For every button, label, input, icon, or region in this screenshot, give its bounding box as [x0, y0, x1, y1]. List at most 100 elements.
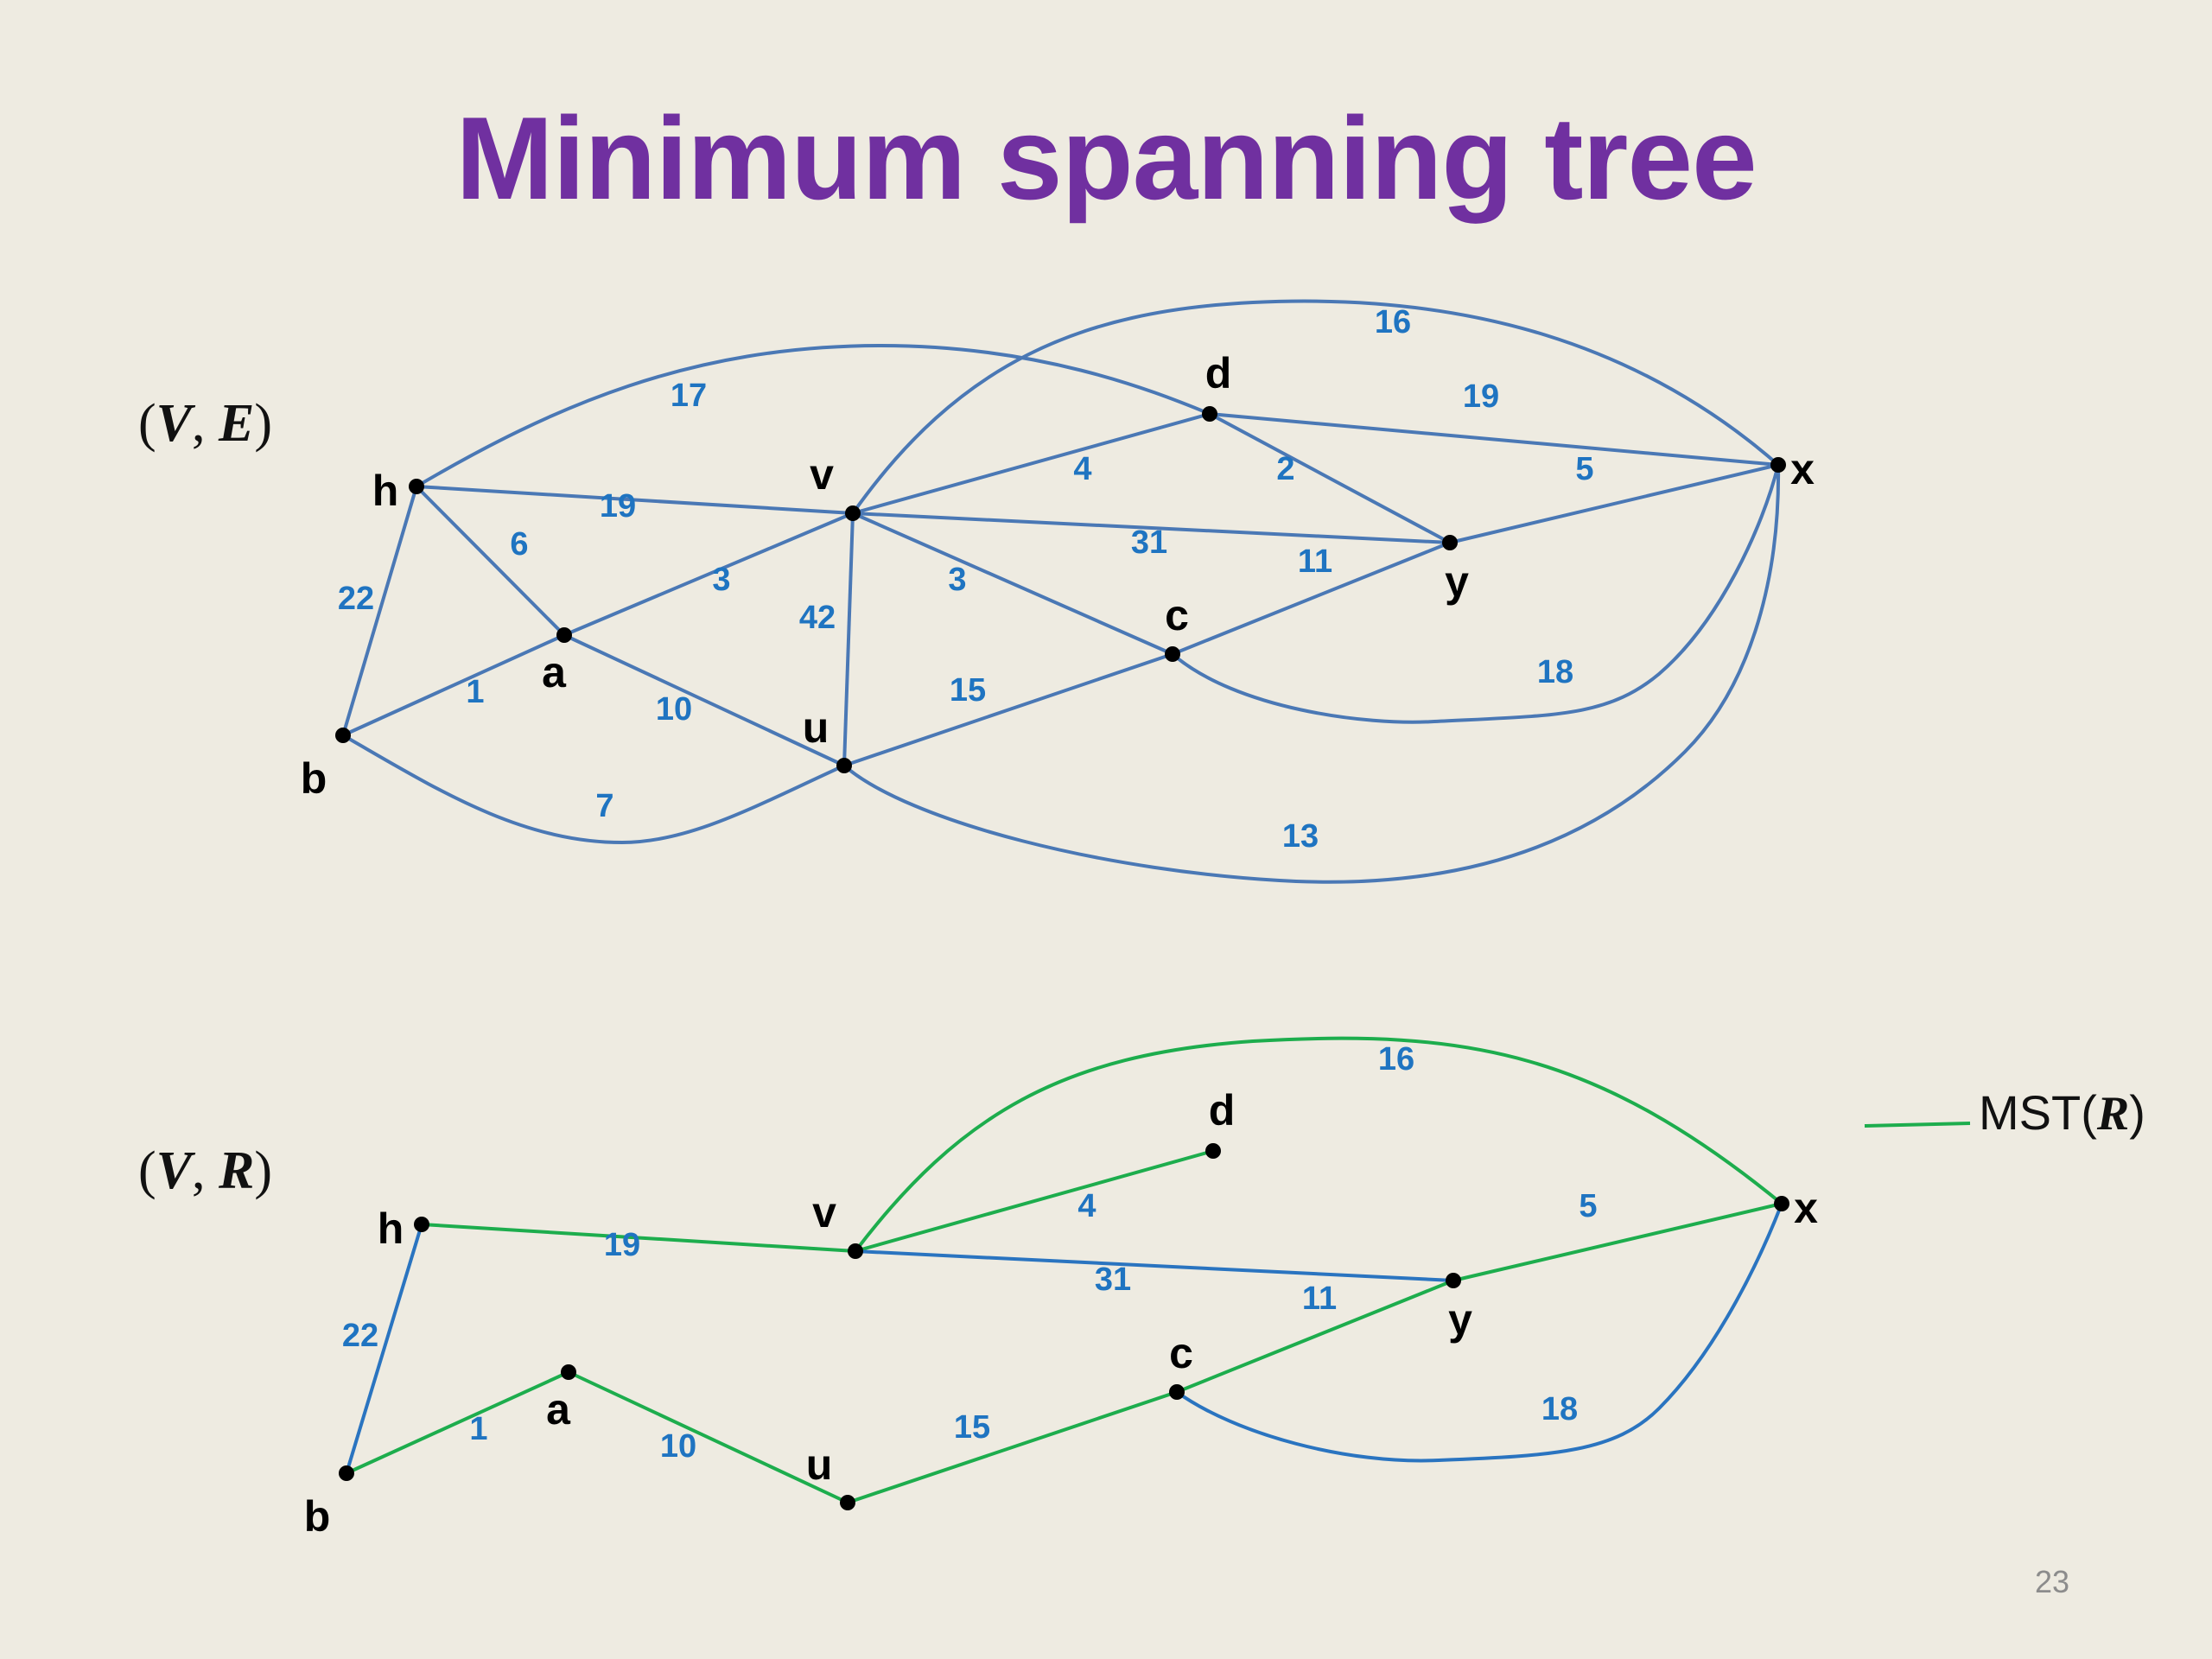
node-label-d: d	[1205, 349, 1232, 397]
node-x	[1774, 1196, 1789, 1211]
edge-weight-v-y: 31	[1131, 524, 1167, 561]
legend-line	[1864, 1122, 1971, 1128]
edge-weight-h-a: 6	[510, 526, 528, 563]
label-sep: ,	[192, 394, 219, 453]
node-c	[1165, 646, 1180, 662]
edge-weight-b-a: 1	[466, 674, 484, 710]
label-edge-set: E	[219, 394, 255, 453]
node-v	[845, 505, 861, 521]
edge-v-x	[851, 299, 1780, 515]
node-label-b: b	[301, 754, 327, 803]
legend-close: )	[2129, 1085, 2145, 1140]
label-close: )	[254, 1141, 273, 1200]
edge-a-v	[563, 512, 854, 637]
edge-h-d	[415, 343, 1211, 488]
node-b	[339, 1465, 354, 1481]
label-edge-set: R	[219, 1141, 255, 1200]
node-h	[409, 479, 424, 494]
edge-weight-c-y: 11	[1302, 1281, 1337, 1317]
edge-h-b	[345, 1224, 423, 1474]
node-label-a: a	[546, 1385, 571, 1433]
node-d	[1205, 1143, 1221, 1159]
edge-b-a	[342, 633, 565, 737]
edge-weight-a-u: 10	[656, 691, 692, 728]
edge-h-v	[416, 485, 854, 515]
edge-weight-v-u: 42	[799, 600, 836, 636]
edge-b-a	[346, 1370, 569, 1475]
edge-v-c	[852, 512, 1173, 656]
slide-title: Minimum spanning tree	[455, 92, 1757, 224]
edge-c-y	[1176, 1279, 1454, 1394]
edge-weight-a-u: 10	[660, 1428, 696, 1465]
node-label-h: h	[372, 467, 399, 515]
node-label-b: b	[304, 1492, 331, 1541]
edge-weight-a-v: 3	[712, 562, 730, 598]
edge-weight-c-y: 11	[1298, 543, 1332, 580]
node-b	[335, 728, 351, 743]
edge-weight-d-x: 19	[1463, 378, 1499, 415]
legend-label: MST(R)	[1979, 1084, 2145, 1141]
edge-u-x	[842, 464, 1781, 884]
edge-d-x	[1209, 412, 1779, 467]
edge-weight-h-v: 19	[604, 1227, 640, 1263]
edge-v-d	[855, 1149, 1214, 1253]
edge-weight-y-x: 5	[1579, 1188, 1597, 1224]
edge-weight-v-x: 16	[1375, 304, 1411, 340]
edge-y-x	[1449, 463, 1779, 544]
edge-weight-h-b: 22	[338, 581, 374, 617]
edge-weight-b-a: 1	[469, 1411, 487, 1447]
node-label-v: v	[810, 450, 834, 499]
edge-h-b	[341, 486, 418, 736]
edge-weight-y-x: 5	[1575, 451, 1593, 487]
edge-c-x	[1171, 464, 1780, 724]
node-c	[1169, 1384, 1185, 1400]
legend-text: MST(	[1979, 1085, 2097, 1140]
edge-v-u	[842, 512, 855, 766]
node-x	[1770, 457, 1786, 473]
edge-v-x	[854, 1036, 1783, 1253]
edge-c-y	[1172, 541, 1451, 656]
edge-weight-c-x: 18	[1537, 654, 1573, 690]
edge-weight-h-d: 17	[671, 378, 707, 414]
edge-a-u	[563, 633, 845, 767]
node-y	[1442, 535, 1458, 550]
node-y	[1446, 1273, 1461, 1288]
edge-weight-b-u: 7	[595, 788, 613, 824]
label-open: (	[138, 1141, 156, 1200]
node-label-u: u	[806, 1440, 833, 1489]
label-close: )	[254, 394, 273, 453]
edge-a-u	[568, 1370, 849, 1504]
edge-weight-h-v: 19	[600, 488, 636, 524]
edge-weight-v-d: 4	[1077, 1188, 1096, 1224]
edge-v-d	[852, 412, 1211, 515]
node-label-u: u	[803, 703, 830, 752]
edge-d-y	[1209, 412, 1451, 544]
node-a	[561, 1364, 576, 1380]
edge-weight-c-x: 18	[1541, 1391, 1578, 1427]
edge-u-c	[843, 652, 1173, 767]
node-label-d: d	[1209, 1086, 1236, 1135]
label-sep: ,	[192, 1141, 219, 1200]
edge-weight-d-y: 2	[1276, 451, 1294, 487]
node-label-c: c	[1169, 1329, 1193, 1377]
bottom-graph-label: (V, R)	[138, 1141, 272, 1202]
node-u	[840, 1495, 855, 1510]
node-label-x: x	[1794, 1184, 1818, 1232]
edge-v-y	[855, 1249, 1454, 1282]
edge-weight-u-c: 15	[954, 1409, 990, 1446]
top-graph-label: (V, E)	[138, 393, 272, 454]
edge-v-y	[852, 512, 1451, 544]
edge-h-v	[421, 1223, 856, 1253]
edge-weight-v-c: 3	[948, 562, 966, 598]
edge-weight-v-y: 31	[1095, 1262, 1131, 1298]
label-vertex-set: V	[156, 1141, 193, 1200]
edge-weight-u-x: 13	[1282, 818, 1319, 855]
edge-y-x	[1452, 1202, 1783, 1282]
label-vertex-set: V	[156, 394, 193, 453]
node-label-c: c	[1165, 591, 1189, 639]
page-number: 23	[2035, 1564, 2070, 1599]
node-h	[414, 1217, 429, 1232]
node-label-v: v	[812, 1188, 836, 1236]
